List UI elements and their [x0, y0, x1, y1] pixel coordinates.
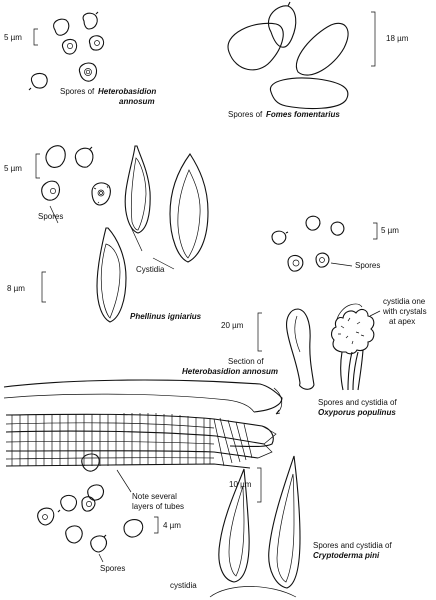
- scale-fomes: 18 µm: [386, 34, 409, 43]
- label-phellinus-cystidia: Cystidia: [136, 265, 165, 274]
- spores-pointer: [49, 205, 59, 224]
- scale-oxyporus-cystidia: 20 µm: [221, 321, 244, 330]
- section-note-line2: layers of tubes: [132, 502, 185, 511]
- spores-pointer-oxyporus: [330, 262, 353, 267]
- phellinus-spores: [35, 145, 111, 206]
- scale-bar-fomes: [371, 11, 376, 67]
- scale-bar-phellinus-cystidia: [41, 271, 46, 303]
- label-phellinus-spores: Spores: [38, 212, 64, 221]
- caption-cryptoderma: Spores and cystidia of: [313, 541, 392, 550]
- scale-bar-oxyporus-cystidia: [257, 312, 262, 352]
- species-cryptoderma: Cryptoderma pini: [313, 551, 380, 560]
- species-oxyporus: Oxyporus populinus: [318, 408, 396, 417]
- heterobasidion-spores: [28, 11, 105, 91]
- label-cryptoderma-cystidia: cystidia: [170, 581, 197, 590]
- section-arrow: [273, 387, 283, 415]
- note-oxyporus-line1: cystidia one: [383, 297, 426, 306]
- label-oxyporus-spores: Spores: [355, 261, 381, 270]
- fomes-spores: [227, 1, 376, 109]
- oxyporus-spores: [271, 215, 378, 272]
- section-note-line1: Note several: [132, 492, 177, 501]
- tube-section: [3, 379, 283, 493]
- species-heterobasidion-line2: annosum: [119, 97, 155, 106]
- scale-bar-heterobasidion: [33, 28, 38, 46]
- cryptoderma-cystidia: [209, 455, 301, 598]
- note-oxyporus-line2: with crystals: [383, 307, 427, 316]
- section-title: Section of: [228, 357, 264, 366]
- cystidia-pointer: [129, 224, 175, 270]
- phellinus-cystidia: [41, 145, 209, 323]
- scale-phellinus-cystidia: 8 µm: [7, 284, 25, 293]
- crystal-pointer: [369, 310, 381, 317]
- scale-heterobasidion: 5 µm: [4, 33, 22, 42]
- note-oxyporus-line3: at apex: [389, 317, 416, 326]
- scale-phellinus-spores: 5 µm: [4, 164, 22, 173]
- scale-bar-cryptoderma-spores: [154, 516, 159, 534]
- oxyporus-cystidia: [257, 303, 381, 391]
- scale-bar-oxyporus-spores: [373, 222, 378, 240]
- cystidia-bracket: [209, 586, 297, 598]
- caption-oxyporus: Spores and cystidia of: [318, 398, 397, 407]
- spores-pointer-cryptoderma: [98, 553, 104, 563]
- cryptoderma-spores: [37, 453, 159, 563]
- species-phellinus: Phellinus igniarius: [130, 312, 202, 321]
- scale-oxyporus-spores: 5 µm: [381, 226, 399, 235]
- species-fomes: Fomes fomentarius: [266, 110, 340, 119]
- scale-bar-phellinus-spores: [35, 153, 40, 179]
- section-species: Heterobasidion annosum: [182, 367, 279, 376]
- caption-heterobasidion-prefix: Spores of: [60, 87, 95, 96]
- species-heterobasidion-line1: Heterobasidion: [98, 87, 157, 96]
- caption-fomes-prefix: Spores of: [228, 110, 263, 119]
- scale-cryptoderma-cystidia: 10 µm: [229, 480, 252, 489]
- scale-cryptoderma-spores: 4 µm: [163, 521, 181, 530]
- scale-bar-cryptoderma-cystidia: [257, 467, 262, 503]
- note-pointer: [116, 469, 132, 493]
- label-cryptoderma-spores: Spores: [100, 564, 126, 573]
